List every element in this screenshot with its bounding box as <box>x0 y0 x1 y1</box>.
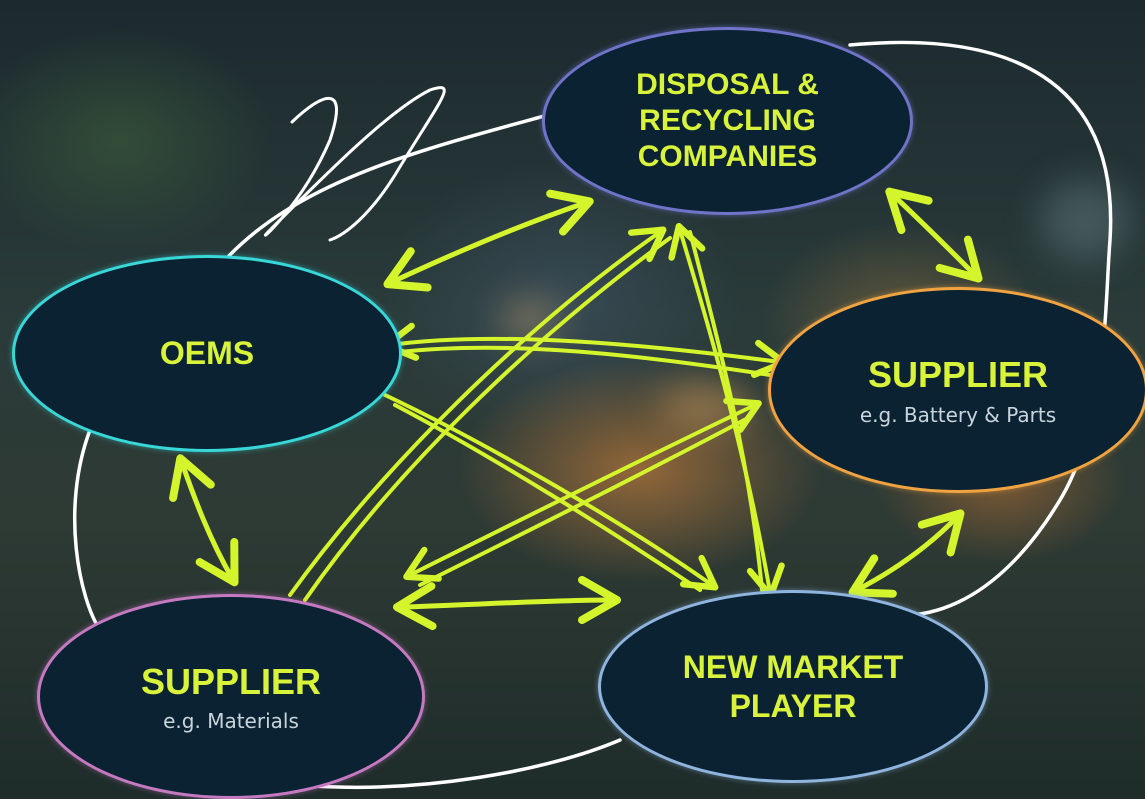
node-title: RECYCLING <box>639 104 816 137</box>
outer-loop-scribble <box>263 86 446 242</box>
outer-loop <box>73 428 102 632</box>
node-oems: OEMS <box>12 255 402 452</box>
arrow-oems-new-market <box>393 403 702 592</box>
node-disposal-recycling: DISPOSAL & RECYCLING COMPANIES <box>542 27 913 215</box>
node-title: PLAYER <box>729 687 857 724</box>
node-title: COMPANIES <box>637 140 818 173</box>
arrow-supplier-materials-supplier-battery <box>418 416 750 587</box>
arrow-supplier-materials-new-market <box>393 576 621 631</box>
arrow-oems-supplier-materials <box>169 454 239 587</box>
node-supplier-materials: SUPPLIER e.g. Materials <box>37 594 425 799</box>
background-light <box>1040 180 1130 260</box>
arrow-disposal-new-market <box>688 230 764 592</box>
node-title: SUPPLIER <box>140 660 322 702</box>
node-supplier-battery: SUPPLIER e.g. Battery & Parts <box>768 287 1145 493</box>
outer-loop <box>298 738 622 789</box>
node-title: OEMS <box>159 335 255 372</box>
outer-loop <box>223 113 550 262</box>
node-title: DISPOSAL & <box>636 68 819 101</box>
arrow-supplier-materials-supplier-battery <box>403 397 762 582</box>
node-subtitle: e.g. Battery & Parts <box>859 402 1057 427</box>
arrow-supplier-battery-new-market <box>848 509 965 598</box>
arrow-disposal-supplier-battery <box>885 187 983 283</box>
node-title: NEW MARKET <box>682 649 904 686</box>
node-new-market-player: NEW MARKET PLAYER <box>598 590 988 783</box>
arrow-oems-disposal <box>383 189 594 292</box>
node-title: SUPPLIER <box>867 354 1049 396</box>
node-subtitle: e.g. Materials <box>163 709 299 734</box>
